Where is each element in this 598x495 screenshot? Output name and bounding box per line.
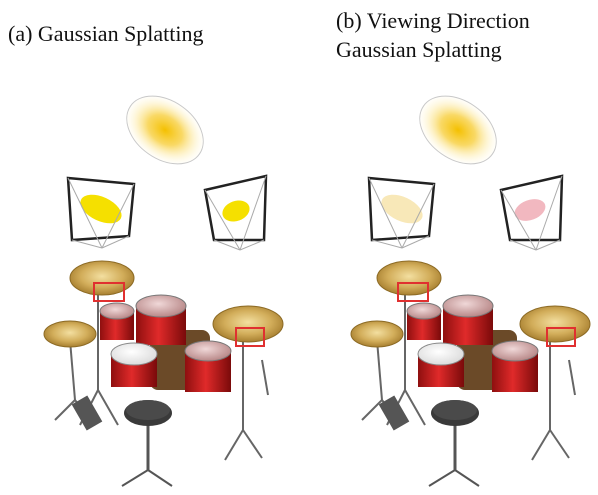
- highlight-box-right: [235, 327, 265, 347]
- gaussian-ellipsoid: [419, 95, 497, 165]
- panel-b-caption-line1: (b) Viewing Direction: [336, 8, 530, 33]
- view-plane-right: [203, 174, 268, 251]
- panel-b-caption-line2: Gaussian Splatting: [336, 37, 502, 62]
- highlight-box-left: [397, 282, 429, 302]
- view-plane-right: [499, 174, 564, 251]
- splat-right: [222, 200, 250, 222]
- view-plane-left: [66, 176, 136, 249]
- splat-left: [80, 194, 122, 224]
- panel-a-caption: (a) Gaussian Splatting: [8, 21, 204, 46]
- panel-a: [42, 95, 285, 488]
- splat-right: [514, 199, 546, 221]
- panel-b: [349, 95, 592, 488]
- gaussian-ellipsoid: [126, 95, 204, 165]
- view-plane-left: [367, 176, 436, 249]
- highlight-box-left: [93, 282, 125, 302]
- drum-kit-a: [42, 259, 285, 488]
- splat-left: [381, 194, 423, 224]
- highlight-box-right: [546, 327, 576, 347]
- drum-kit-b: [349, 259, 592, 488]
